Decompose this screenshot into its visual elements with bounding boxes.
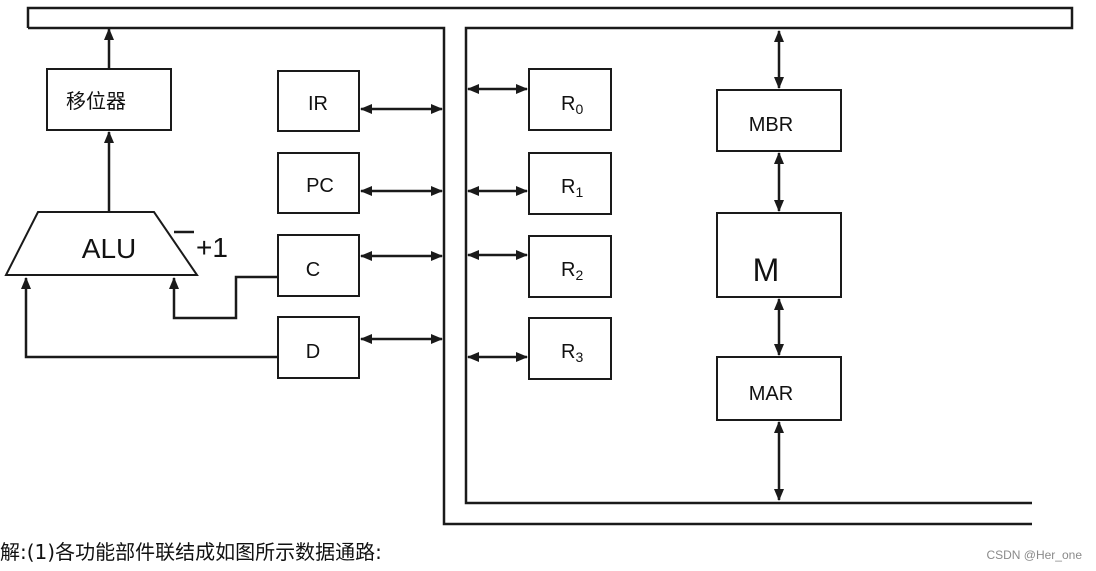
plus-one-label: +1 — [196, 232, 228, 263]
memory-label: M — [753, 252, 780, 288]
r0-register — [528, 68, 612, 131]
r3-label: R3 — [561, 341, 583, 365]
mbr-register — [716, 89, 842, 152]
d-label: D — [306, 341, 320, 363]
c-to-alu-wire — [169, 275, 278, 320]
internal-bus — [28, 26, 1032, 526]
r3-register — [528, 317, 612, 380]
d-register — [277, 316, 360, 379]
r0-label: R0 — [561, 93, 583, 117]
alu-label: ALU — [82, 233, 136, 264]
pc-label: PC — [306, 175, 334, 197]
c-label: C — [306, 259, 320, 281]
d-to-alu-wire — [21, 277, 278, 359]
r1-register — [528, 152, 612, 215]
ir-label: IR — [308, 93, 328, 115]
shifter-box — [46, 68, 172, 131]
alu-trapezoid — [4, 211, 199, 276]
r1-label: R1 — [561, 176, 583, 200]
c-register — [277, 234, 360, 297]
pc-register — [277, 152, 360, 214]
watermark: CSDN @Her_one — [986, 548, 1082, 562]
ir-register — [277, 70, 360, 132]
r2-register — [528, 235, 612, 298]
caption-text: 解:(1)各功能部件联结成如图所示数据通路: — [0, 540, 382, 564]
memory-m — [716, 212, 842, 298]
top-bus — [26, 6, 1074, 505]
mar-label: MAR — [749, 383, 793, 405]
mar-register — [716, 356, 842, 421]
r2-label: R2 — [561, 259, 583, 283]
mbr-label: MBR — [749, 114, 793, 136]
shifter-label: 移位器 — [66, 90, 126, 113]
